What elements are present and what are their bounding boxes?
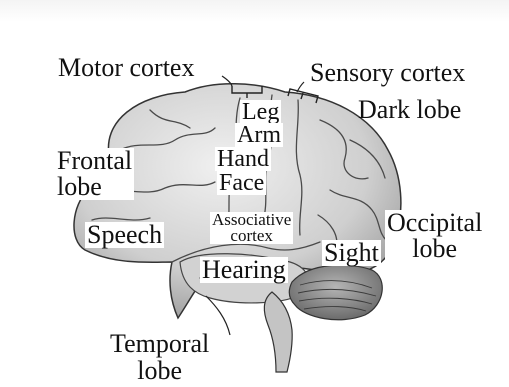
label-associative-line2: cortex xyxy=(212,228,291,244)
label-occipital-line2: lobe xyxy=(387,236,482,262)
label-frontal-line1: Frontal xyxy=(57,148,132,174)
label-frontal-line2: lobe xyxy=(57,174,132,200)
label-hearing: Hearing xyxy=(200,257,288,283)
label-frontal-lobe: Frontal lobe xyxy=(55,148,134,200)
brain-stem xyxy=(264,292,292,372)
label-arm: Arm xyxy=(235,123,283,147)
label-temporal-line2: lobe xyxy=(110,357,209,384)
label-temporal-line1: Temporal xyxy=(110,330,209,357)
label-temporal-lobe: Temporal lobe xyxy=(108,330,211,384)
label-hand: Hand xyxy=(215,147,271,171)
label-dark-lobe: Dark lobe xyxy=(358,97,461,123)
label-sight: Sight xyxy=(322,240,381,266)
label-occipital-line1: Occipital xyxy=(387,210,482,236)
label-associative-cortex: Associative cortex xyxy=(210,212,293,244)
label-speech: Speech xyxy=(85,222,164,248)
label-sensory-cortex: Sensory cortex xyxy=(310,60,465,86)
sensory-cortex-pointer xyxy=(297,82,304,92)
label-face: Face xyxy=(217,171,266,195)
label-motor-cortex: Motor cortex xyxy=(58,55,194,81)
label-occipital-lobe: Occipital lobe xyxy=(385,210,484,262)
label-leg: Leg xyxy=(240,100,281,124)
